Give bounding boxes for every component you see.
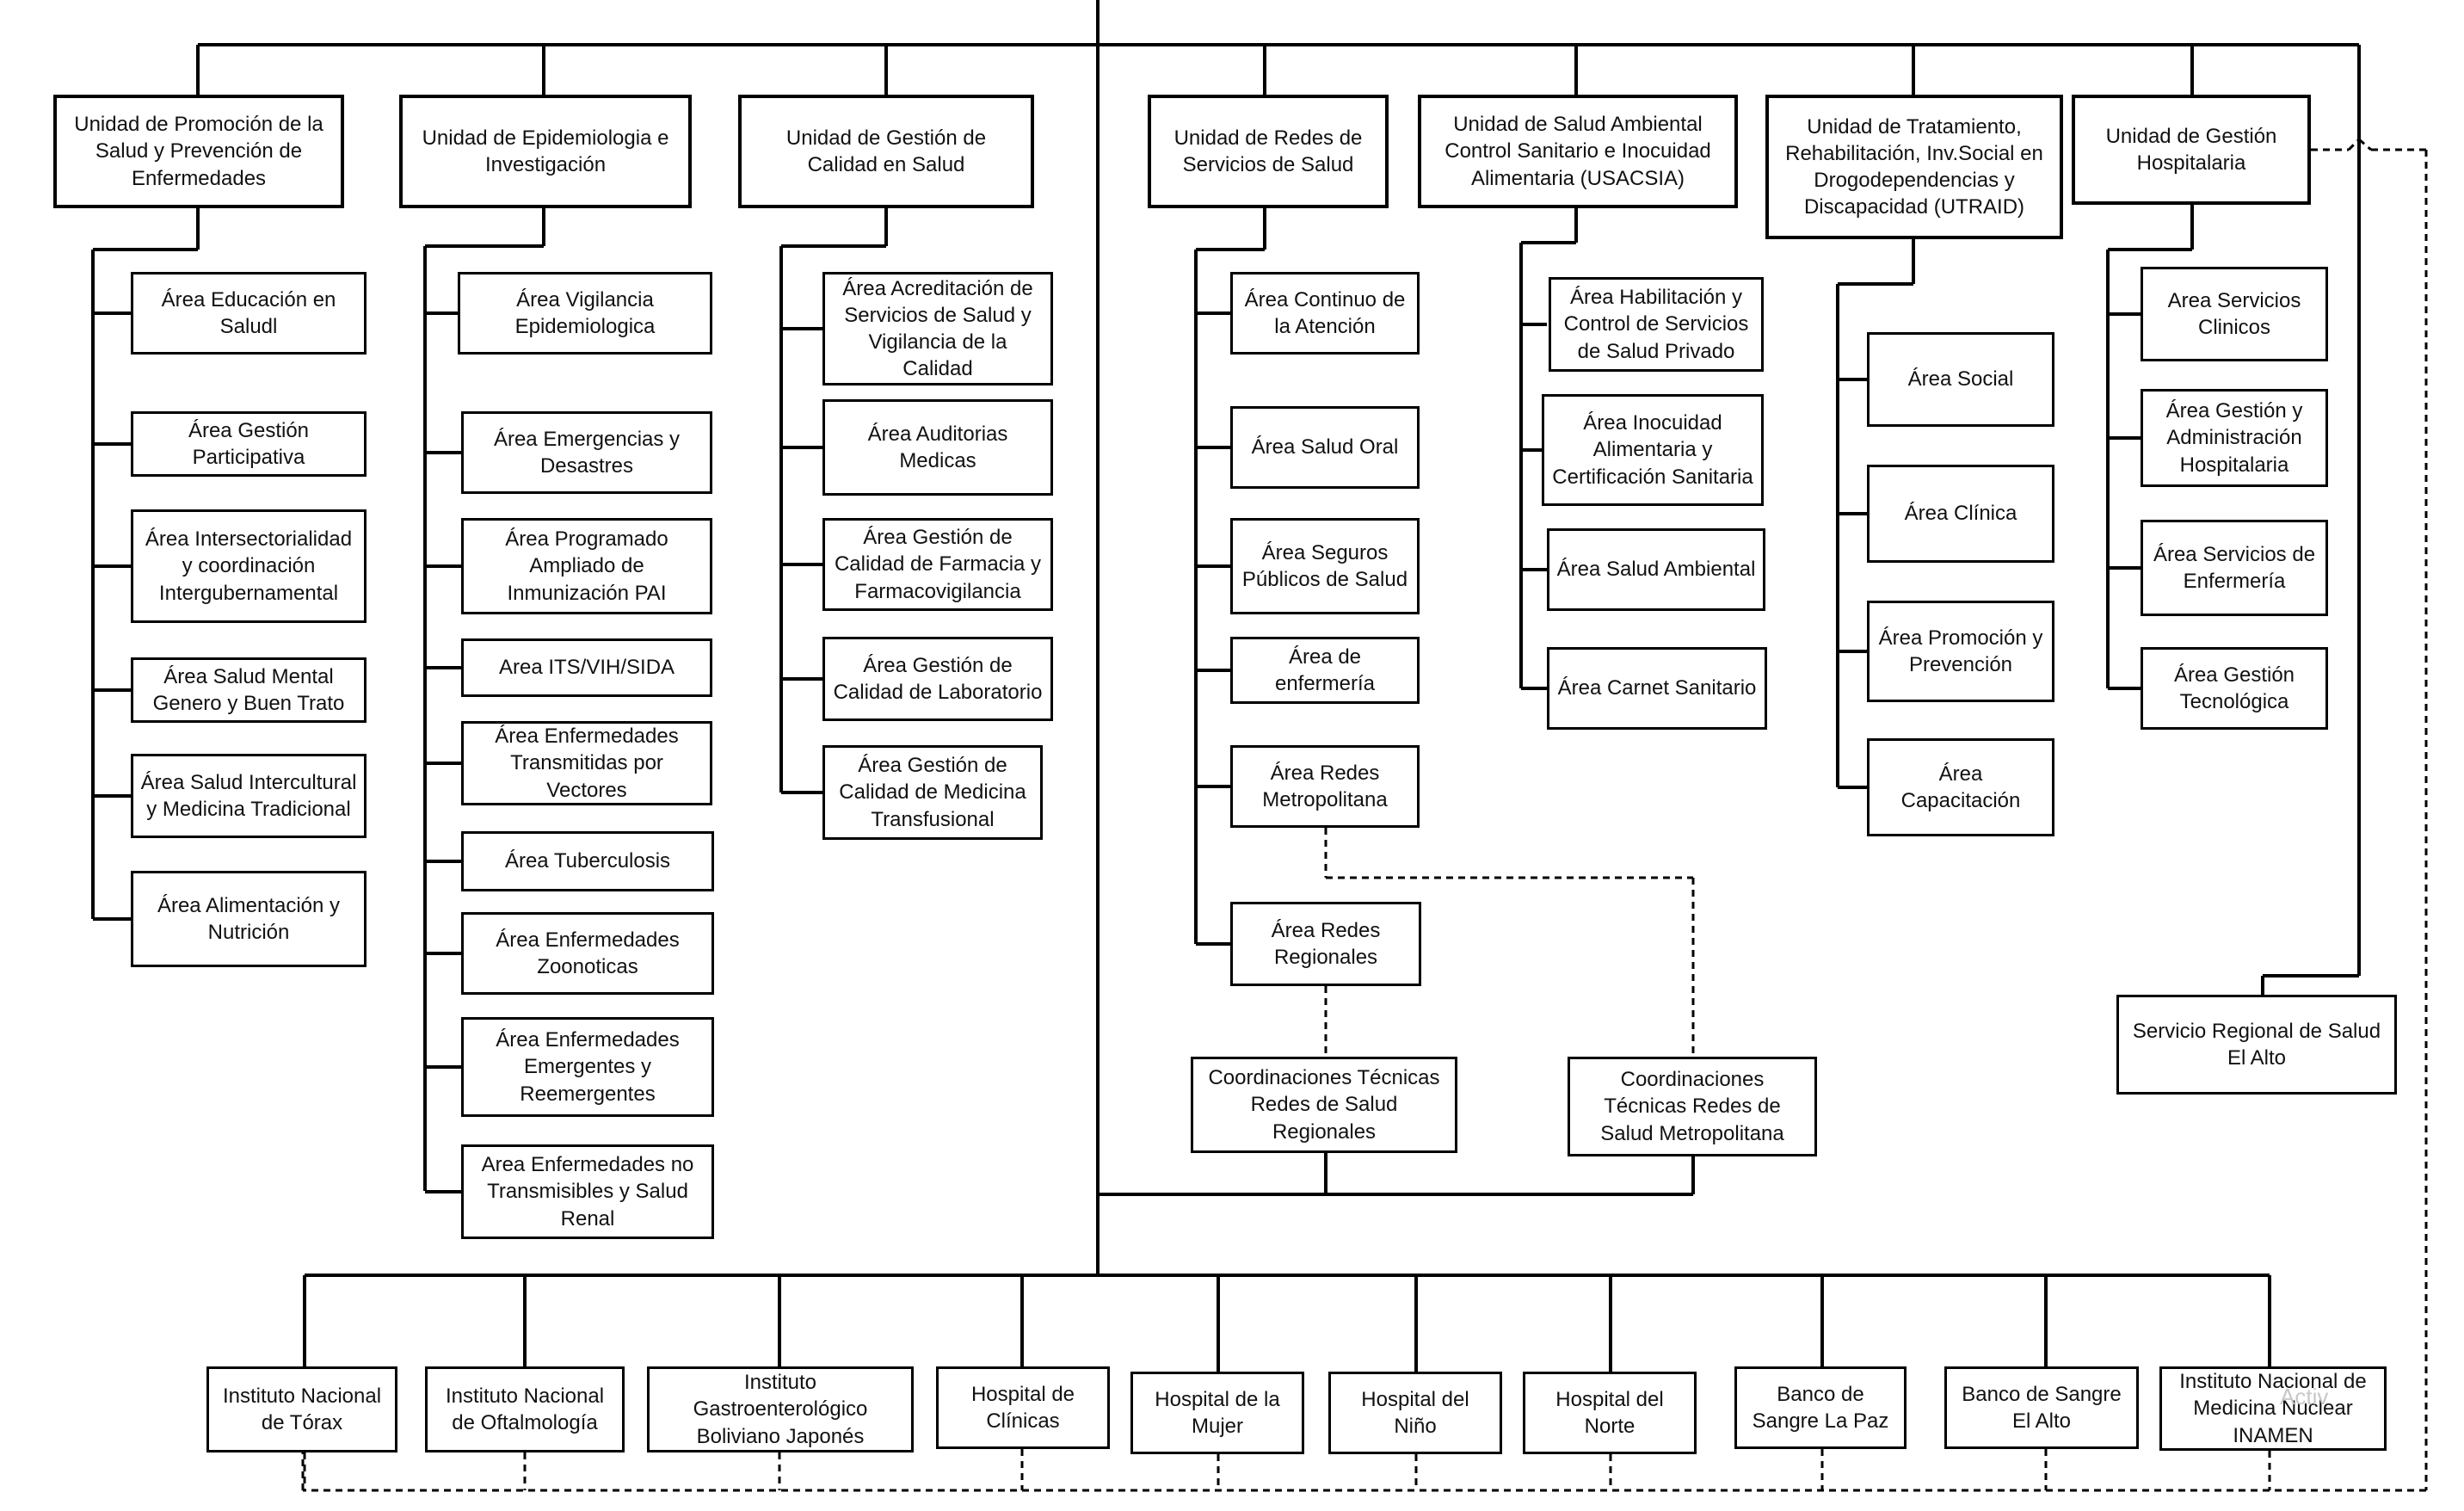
area-salud-oral: Área Salud Oral xyxy=(1230,406,1420,489)
area-carnet: Área Carnet Sanitario xyxy=(1547,647,1767,730)
area-servicios-enfermeria: Área Servicios de Enfermería xyxy=(2141,520,2328,616)
area-social: Área Social xyxy=(1867,332,2054,427)
unit-ambiental: Unidad de Salud Ambiental Control Sanita… xyxy=(1418,95,1738,208)
area-farmacia: Área Gestión de Calidad de Farmacia y Fa… xyxy=(822,518,1053,611)
area-gestion-administracion: Área Gestión y Administración Hospitalar… xyxy=(2141,389,2328,487)
area-enfermeria-redes: Área de enfermería xyxy=(1230,637,1420,704)
area-alimentacion: Área Alimentación y Nutrición xyxy=(131,871,367,967)
area-capacitacion: Área Capacitación xyxy=(1867,738,2054,836)
institution-oftalmologia: Instituto Nacional de Oftalmología xyxy=(425,1366,625,1452)
area-educacion: Área Educación en Saludl xyxy=(131,272,367,355)
area-salud-ambiental: Área Salud Ambiental xyxy=(1547,528,1765,611)
area-inocuidad: Área Inocuidad Alimentaria y Certificaci… xyxy=(1542,394,1764,506)
dashed-loop xyxy=(2358,138,2372,151)
institution-inamen: Instituto Nacional de Medicina Nuclear I… xyxy=(2159,1366,2387,1451)
institution-gastroenterologico: Instituto Gastroenterológico Boliviano J… xyxy=(647,1366,914,1452)
unit-redes: Unidad de Redes de Servicios de Salud xyxy=(1148,95,1389,208)
servicio-regional-el-alto: Servicio Regional de Salud El Alto xyxy=(2116,995,2397,1095)
area-intersectorialidad: Área Intersectorialidad y coordinación I… xyxy=(131,509,367,623)
area-salud-intercultural: Área Salud Intercultural y Medicina Trad… xyxy=(131,754,367,838)
area-seguros: Área Seguros Públicos de Salud xyxy=(1230,518,1420,614)
area-redes-regionales: Área Redes Regionales xyxy=(1230,902,1421,986)
institution-torax: Instituto Nacional de Tórax xyxy=(206,1366,397,1452)
unit-promocion: Unidad de Promoción de la Salud y Preven… xyxy=(53,95,344,208)
area-redes-metropolitana: Área Redes Metropolitana xyxy=(1230,745,1420,828)
area-gestion-tecnologica: Área Gestión Tecnológica xyxy=(2141,647,2328,730)
area-no-transmisibles: Area Enfermedades no Transmisibles y Sal… xyxy=(461,1144,714,1239)
area-auditorias: Área Auditorias Medicas xyxy=(822,399,1053,496)
institution-hospital-mujer: Hospital de la Mujer xyxy=(1130,1372,1304,1454)
unit-epidemiologia: Unidad de Epidemiologia e Investigación xyxy=(399,95,692,208)
watermark-text: Activ xyxy=(2280,1384,2329,1409)
area-emergencias: Área Emergencias y Desastres xyxy=(461,411,712,494)
area-vectores: Área Enfermedades Transmitidas por Vecto… xyxy=(461,721,712,805)
area-zoonoticas: Área Enfermedades Zoonoticas xyxy=(461,912,714,995)
area-transfusional: Área Gestión de Calidad de Medicina Tran… xyxy=(822,745,1043,840)
area-tuberculosis: Área Tuberculosis xyxy=(461,831,714,891)
unit-hospitalaria: Unidad de Gestión Hospitalaria xyxy=(2072,95,2311,205)
coordinaciones-regionales: Coordinaciones Técnicas Redes de Salud R… xyxy=(1191,1057,1457,1153)
area-clinica: Área Clínica xyxy=(1867,465,2054,563)
institution-hospital-norte: Hospital del Norte xyxy=(1523,1372,1697,1454)
area-habilitacion: Área Habilitación y Control de Servicios… xyxy=(1549,277,1764,372)
area-servicios-clinicos: Area Servicios Clinicos xyxy=(2141,267,2328,361)
area-promocion-prevencion: Área Promoción y Prevención xyxy=(1867,601,2054,702)
area-vigilancia: Área Vigilancia Epidemiologica xyxy=(458,272,712,355)
area-pai: Área Programado Ampliado de Inmunización… xyxy=(461,518,712,614)
area-laboratorio: Área Gestión de Calidad de Laboratorio xyxy=(822,637,1053,721)
area-emergentes: Área Enfermedades Emergentes y Reemergen… xyxy=(461,1017,714,1117)
area-salud-mental: Área Salud Mental Genero y Buen Trato xyxy=(131,657,367,723)
unit-calidad: Unidad de Gestión de Calidad en Salud xyxy=(738,95,1034,208)
institution-hospital-clinicas: Hospital de Clínicas xyxy=(936,1366,1110,1449)
unit-tratamiento: Unidad de Tratamiento, Rehabilitación, I… xyxy=(1765,95,2063,239)
area-its: Area ITS/VIH/SIDA xyxy=(461,638,712,697)
institution-banco-la-paz: Banco de Sangre La Paz xyxy=(1734,1366,1907,1449)
area-continuo: Área Continuo de la Atención xyxy=(1230,272,1420,355)
institution-hospital-nino: Hospital del Niño xyxy=(1328,1372,1502,1454)
dashed-loop xyxy=(2347,138,2361,151)
area-gestion-participativa: Área Gestión Participativa xyxy=(131,411,367,477)
coordinaciones-metropolitana: Coordinaciones Técnicas Redes de Salud M… xyxy=(1568,1057,1817,1156)
area-acreditacion: Área Acreditación de Servicios de Salud … xyxy=(822,272,1053,385)
institution-banco-el-alto: Banco de Sangre El Alto xyxy=(1944,1366,2139,1449)
